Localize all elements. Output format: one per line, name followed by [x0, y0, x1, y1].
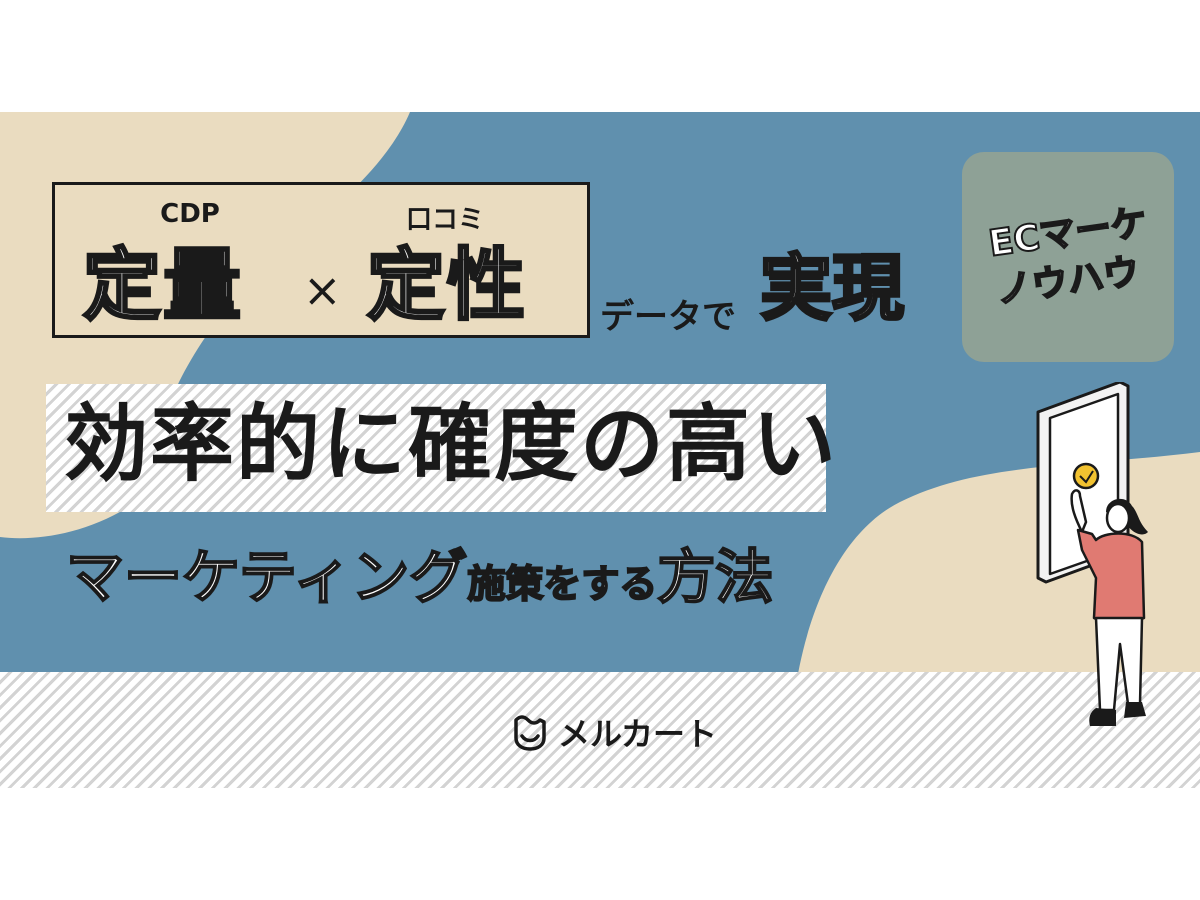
word-teisei: 定性	[365, 241, 528, 331]
ruby-kuchikomi: 口コミ	[405, 205, 484, 235]
times-symbol: ×	[303, 263, 342, 317]
word-teiryou: 定量	[81, 241, 244, 331]
sub-headline-marketing: マーケティング	[65, 543, 468, 611]
sub-headline: マーケティング施策をする方法	[65, 547, 774, 607]
main-headline: 効率的に確度の高い	[64, 395, 839, 493]
sub-headline-houhou: 方法	[656, 543, 774, 611]
headline-box: CDP 口コミ 定量 × 定性	[52, 182, 590, 338]
ruby-cdp: CDP	[160, 199, 220, 229]
data-de-text: データで	[600, 297, 736, 337]
brand-name: メルカート	[558, 715, 718, 753]
bottom-striped-band: メルカート	[0, 672, 1200, 788]
jitsugen-text: 実現	[758, 246, 905, 330]
brand-lockup: メルカート	[510, 712, 718, 753]
banner-image: CDP 口コミ 定量 × 定性 データで 実現 ECマーケ ノウハウ 効率的に確…	[0, 112, 1200, 788]
woman-touching-phone-illustration	[1036, 382, 1148, 726]
sub-headline-shisaku: 施策をする	[466, 562, 658, 606]
ec-marketing-badge: ECマーケ ノウハウ	[962, 152, 1174, 362]
main-headline-strip: 効率的に確度の高い	[46, 384, 836, 512]
merucart-logo-icon	[514, 715, 546, 751]
